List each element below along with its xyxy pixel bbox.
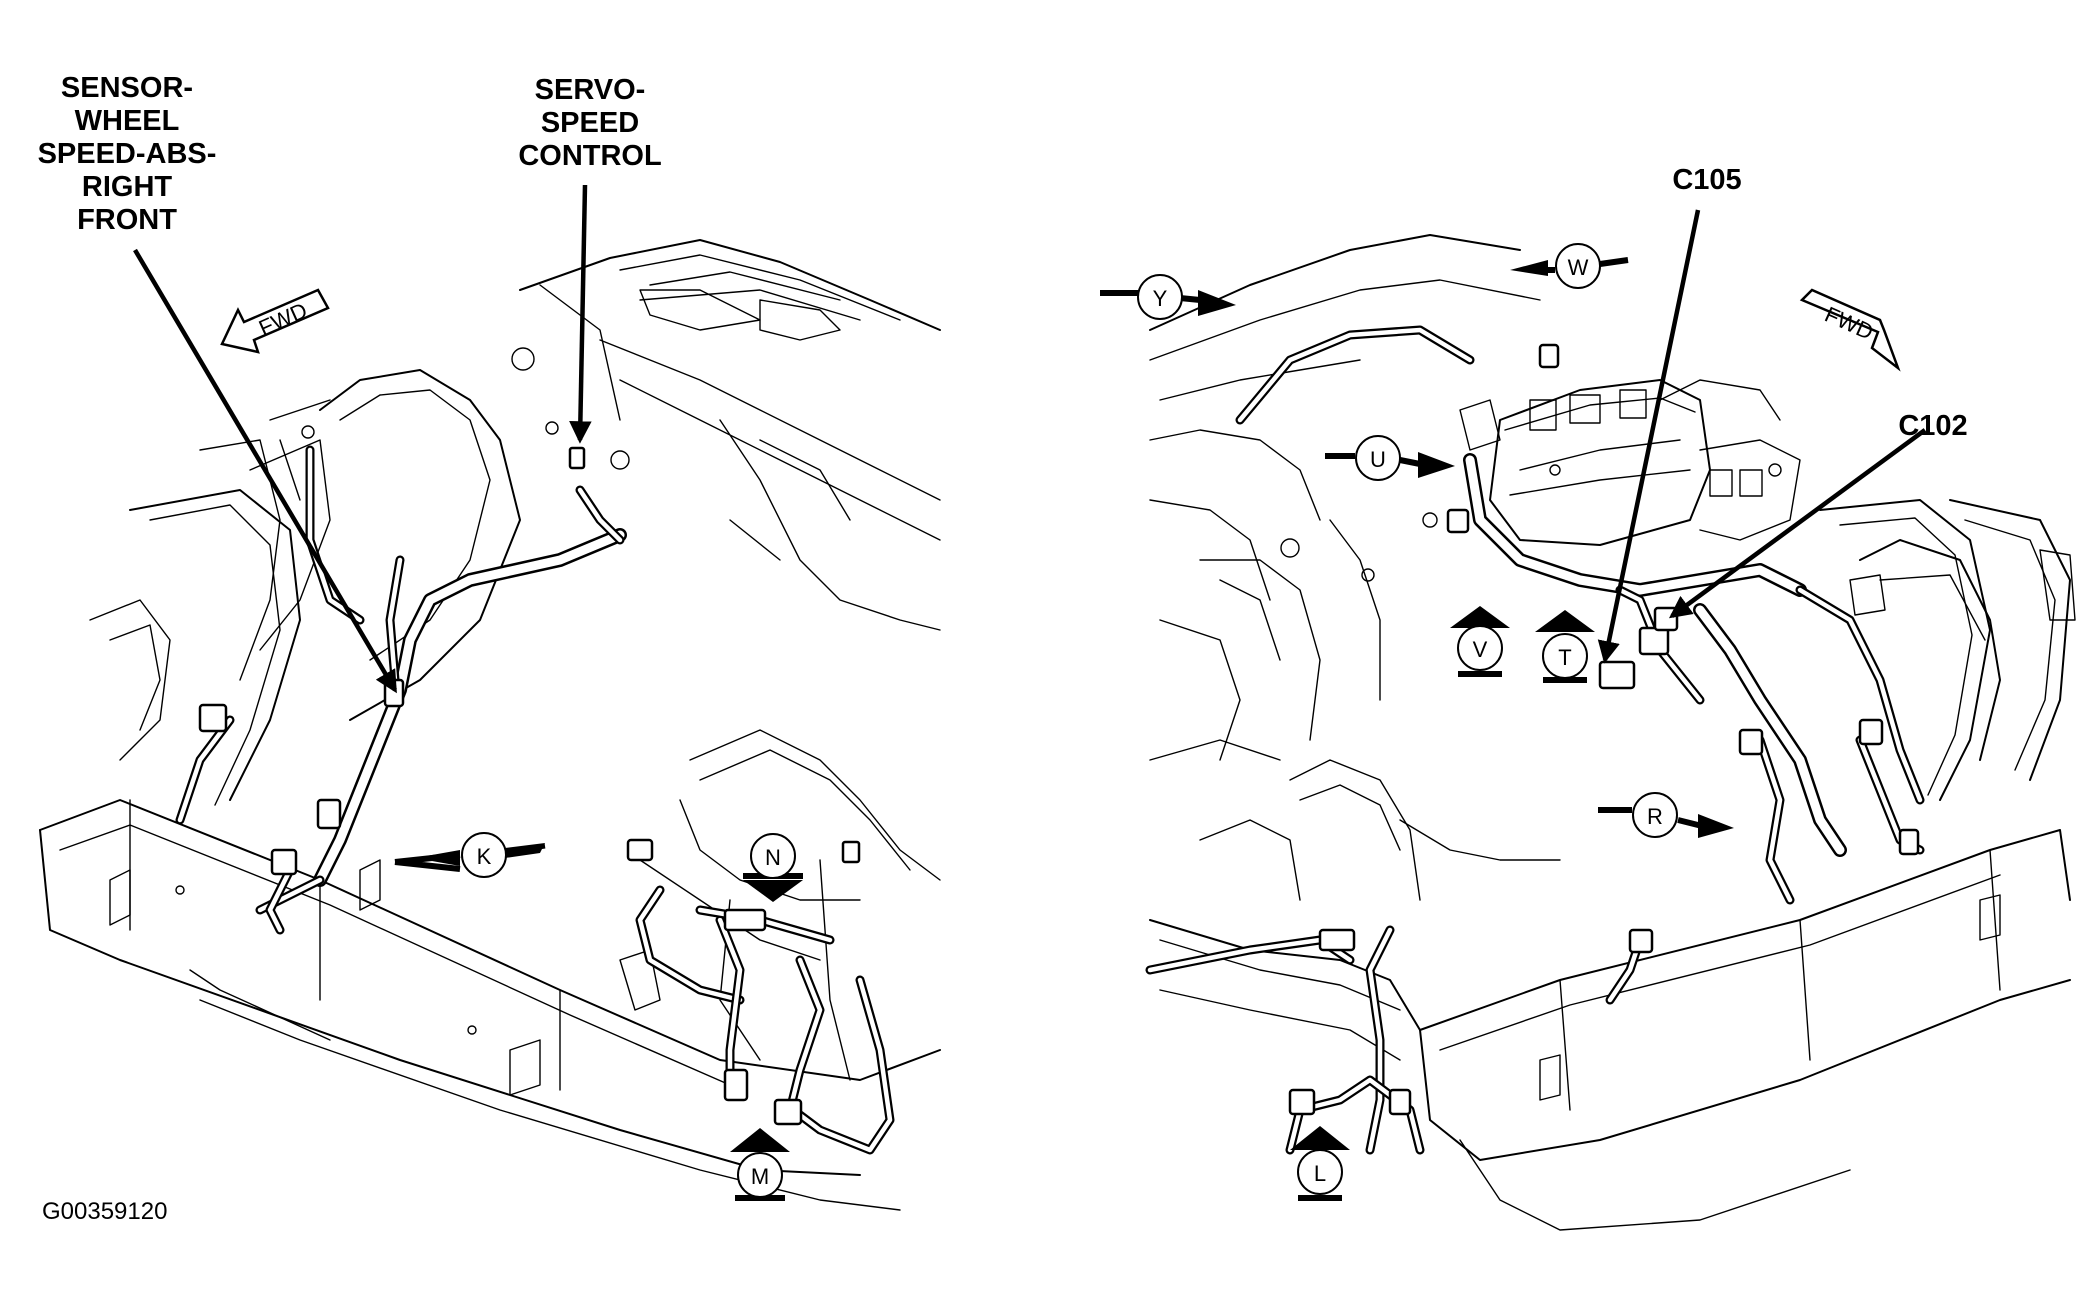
fwd-arrow-left: FWD bbox=[220, 288, 330, 354]
figure-id: G00359120 bbox=[42, 1198, 168, 1225]
c102-label: C102 bbox=[1898, 410, 1968, 442]
view-marker-l-label: L bbox=[1314, 1161, 1326, 1186]
view-marker-n-label: N bbox=[765, 845, 781, 870]
view-marker-v: V bbox=[1450, 606, 1510, 677]
view-marker-k: K bbox=[394, 832, 546, 878]
fwd-arrow-right: FWD bbox=[1799, 288, 1901, 372]
callout-leaders bbox=[133, 184, 1927, 694]
view-marker-t-label: T bbox=[1558, 645, 1571, 670]
view-marker-y: Y bbox=[1100, 274, 1236, 320]
right-engine-bay-view bbox=[1145, 234, 2076, 1231]
view-marker-n: N bbox=[743, 833, 803, 902]
leader-c102 bbox=[1668, 428, 1927, 619]
view-marker-v-label: V bbox=[1473, 637, 1488, 662]
view-marker-m: M bbox=[730, 1128, 790, 1201]
view-marker-l: L bbox=[1290, 1126, 1350, 1201]
left-engine-bay-view bbox=[39, 239, 941, 1211]
view-marker-u: U bbox=[1325, 435, 1455, 481]
leader-servo-speed-control bbox=[569, 184, 592, 444]
c105-label: C105 bbox=[1672, 164, 1742, 196]
view-marker-r-label: R bbox=[1647, 804, 1663, 829]
view-marker-w-label: W bbox=[1568, 255, 1589, 280]
view-marker-m-label: M bbox=[751, 1164, 769, 1189]
view-marker-y-label: Y bbox=[1153, 286, 1168, 311]
view-marker-u-label: U bbox=[1370, 447, 1386, 472]
view-marker-w: W bbox=[1510, 243, 1629, 289]
leader-sensor-wheel-speed bbox=[133, 248, 397, 694]
servo-speed-control-label: SERVO- SPEED CONTROL bbox=[518, 74, 662, 172]
leader-c105 bbox=[1597, 209, 1701, 664]
sensor-wheel-speed-abs-right-front-label: SENSOR- WHEEL SPEED-ABS- RIGHT FRONT bbox=[37, 72, 217, 236]
view-marker-t: T bbox=[1535, 610, 1595, 683]
view-marker-k-label: K bbox=[477, 844, 492, 869]
view-marker-r: R bbox=[1598, 792, 1734, 838]
